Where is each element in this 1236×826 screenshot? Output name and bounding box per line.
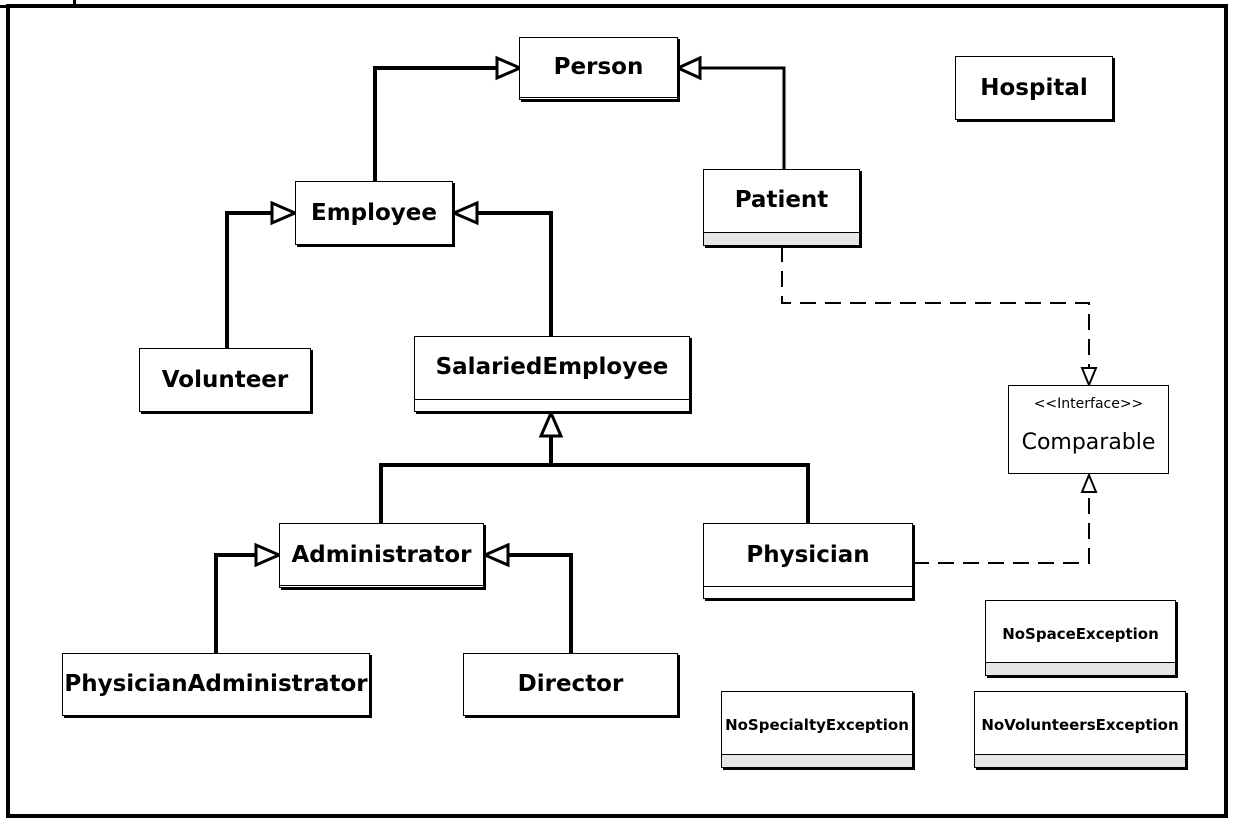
class-person[interactable]: Person: [519, 37, 678, 100]
class-patient[interactable]: Patient: [703, 169, 860, 246]
class-salaried-employee[interactable]: SalariedEmployee: [414, 336, 690, 412]
class-employee[interactable]: Employee: [295, 181, 453, 245]
class-divider: [520, 97, 677, 98]
class-no-space-exception[interactable]: NoSpaceException: [985, 600, 1176, 676]
arrowhead-salaried: [538, 409, 564, 438]
interface-stereotype: <<Interface>>: [1033, 396, 1144, 412]
interface-comparable[interactable]: <<Interface>> Comparable: [1008, 385, 1169, 474]
edge-admin-salaried: [379, 436, 553, 523]
class-name: NoSpecialtyException: [725, 716, 909, 734]
edge-physadmin-admin: [214, 553, 256, 653]
arrowhead-admin-right: [481, 542, 510, 568]
diagram-frame: [6, 4, 1228, 818]
class-name: SalariedEmployee: [435, 354, 669, 380]
edge-physician-salaried: [551, 463, 810, 523]
edge-director-admin: [508, 553, 573, 653]
interface-name: Comparable: [1021, 430, 1156, 455]
class-compartment: [986, 662, 1175, 675]
class-no-volunteers-exception[interactable]: NoVolunteersException: [974, 691, 1186, 768]
class-compartment: [975, 754, 1185, 767]
class-hospital[interactable]: Hospital: [955, 56, 1113, 120]
class-name: PhysicianAdministrator: [64, 671, 368, 697]
class-physician-administrator[interactable]: PhysicianAdministrator: [62, 653, 370, 716]
class-name: Employee: [310, 200, 438, 226]
edge-physician-comparable: [913, 492, 1090, 564]
arrowhead-person-left: [495, 55, 524, 81]
edge-patient-comparable: [781, 246, 1090, 368]
class-director[interactable]: Director: [463, 653, 678, 716]
class-compartment: [704, 232, 859, 245]
arrowhead-employee-left: [270, 200, 299, 226]
edge-salaried-employee: [477, 211, 553, 336]
arrowhead-person-right: [674, 55, 702, 81]
class-divider: [415, 399, 689, 400]
arrowhead-comparable-bottom: [1080, 472, 1098, 493]
class-divider: [280, 585, 483, 586]
frame-tab: [0, 0, 76, 8]
class-name: Hospital: [980, 75, 1088, 101]
arrowhead-comparable-top: [1080, 367, 1098, 388]
edge-patient-person: [700, 66, 786, 169]
class-name: Administrator: [291, 542, 472, 568]
class-name: Person: [553, 54, 644, 80]
class-name: Director: [517, 671, 624, 697]
class-name: NoVolunteersException: [981, 716, 1179, 734]
class-divider: [704, 586, 912, 587]
class-compartment: [722, 754, 912, 767]
class-administrator[interactable]: Administrator: [279, 523, 484, 588]
class-no-specialty-exception[interactable]: NoSpecialtyException: [721, 691, 913, 768]
edge-volunteer-employee: [225, 211, 272, 348]
class-name: Patient: [734, 187, 829, 213]
class-name: NoSpaceException: [1002, 625, 1159, 643]
arrowhead-admin-left: [254, 542, 283, 568]
class-name: Physician: [746, 542, 870, 568]
class-physician[interactable]: Physician: [703, 523, 913, 599]
edge-employee-person: [373, 66, 497, 181]
class-name: Volunteer: [161, 367, 289, 393]
arrowhead-employee-right: [450, 200, 479, 226]
class-volunteer[interactable]: Volunteer: [139, 348, 311, 412]
